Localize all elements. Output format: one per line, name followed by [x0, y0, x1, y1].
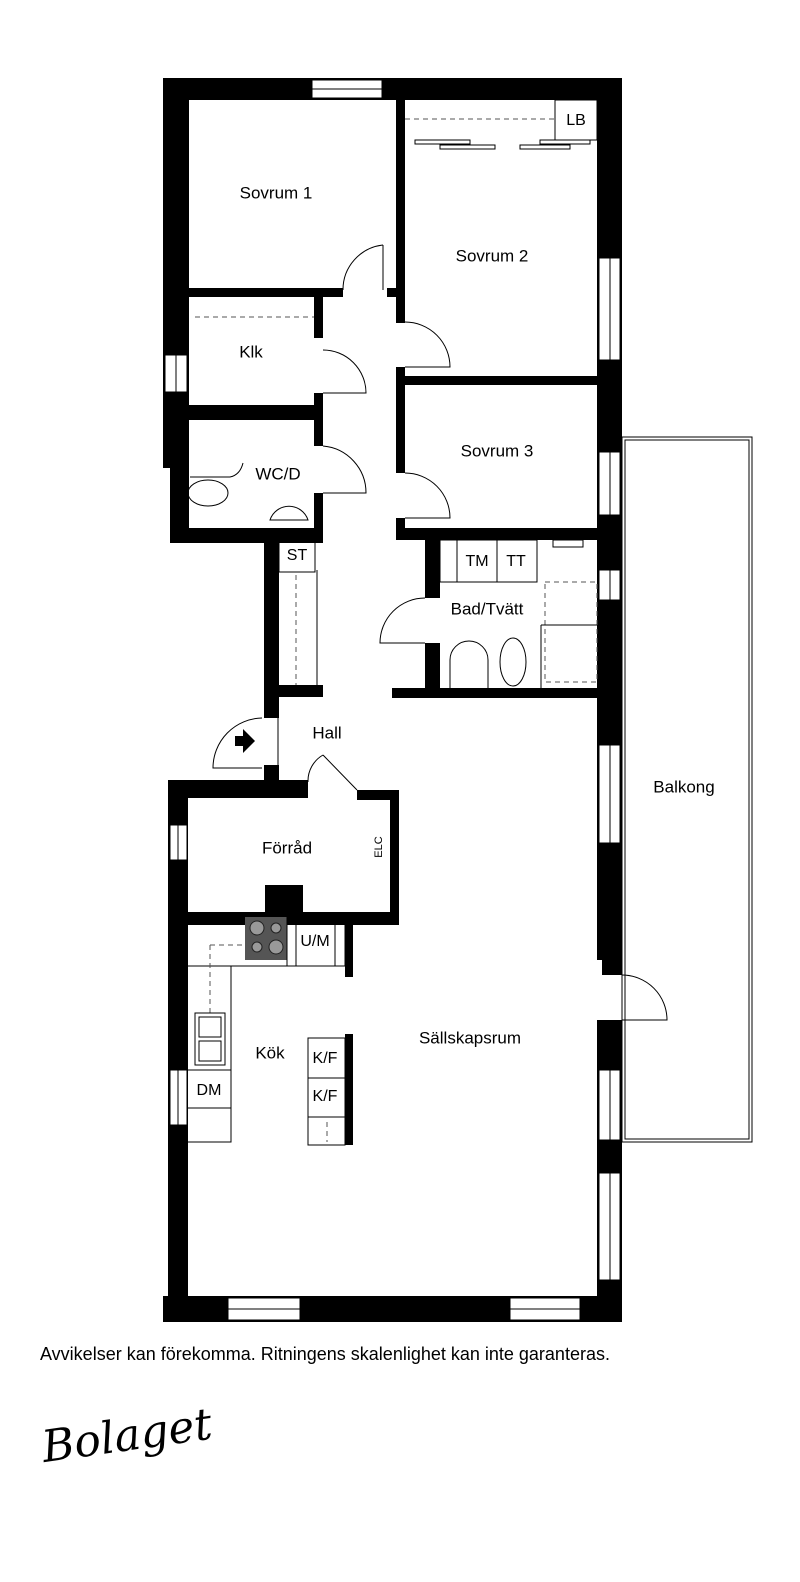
- label-kok: Kök: [255, 1043, 285, 1062]
- label-tm: TM: [465, 553, 488, 570]
- label-forrad: Förråd: [262, 838, 312, 857]
- kitchen-sink-icon: [194, 1012, 226, 1066]
- label-wcd: WC/D: [255, 464, 300, 483]
- label-sovrum-3: Sovrum 3: [461, 441, 534, 460]
- toilet-icon: [187, 479, 229, 507]
- disclaimer-text: Avvikelser kan förekomma. Ritningens ska…: [40, 1344, 610, 1364]
- label-elc: ELC: [373, 836, 385, 857]
- label-hall: Hall: [312, 723, 341, 742]
- label-tt: TT: [506, 553, 526, 570]
- walls: [163, 78, 622, 1322]
- windows: [164, 79, 621, 1321]
- bath-sink-icon: [449, 640, 489, 688]
- label-sallskapsrum: Sällskapsrum: [419, 1028, 521, 1047]
- label-sovrum-2: Sovrum 2: [456, 246, 529, 265]
- sink-icon: [269, 505, 309, 521]
- label-dm: DM: [197, 1082, 222, 1099]
- label-sovrum-1: Sovrum 1: [240, 183, 313, 202]
- label-bad-tvatt: Bad/Tvätt: [451, 599, 524, 618]
- label-kf-1: K/F: [313, 1050, 338, 1067]
- doors: [212, 244, 668, 1021]
- room-labels: Sovrum 1 Sovrum 2 Sovrum 3 Klk WC/D LB S…: [197, 112, 715, 1105]
- balcony-railing: [624, 439, 750, 1140]
- label-um: U/M: [300, 933, 329, 950]
- bolaget-logo: Bolaget: [38, 1399, 216, 1473]
- label-klk: Klk: [239, 342, 263, 361]
- label-balkong: Balkong: [653, 777, 714, 796]
- label-lb: LB: [566, 112, 586, 129]
- bath-toilet-icon: [499, 637, 527, 687]
- fixtures: [187, 99, 598, 1146]
- entrance-arrow-icon: [235, 729, 255, 753]
- label-st: ST: [287, 547, 308, 564]
- label-kf-2: K/F: [313, 1088, 338, 1105]
